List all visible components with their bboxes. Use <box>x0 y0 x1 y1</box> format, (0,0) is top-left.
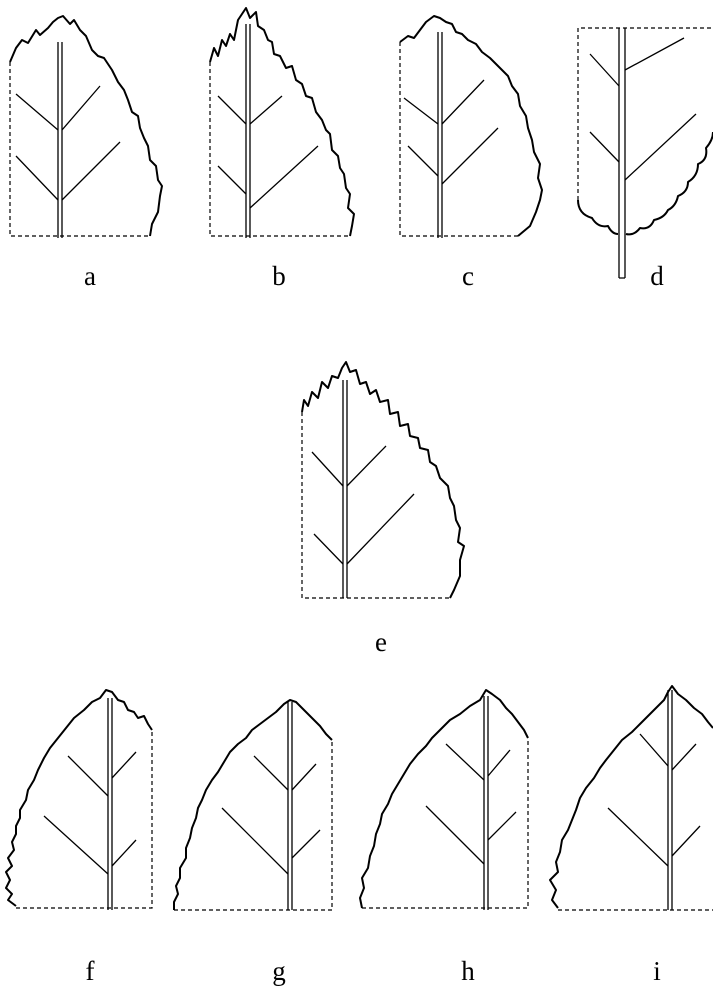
label-g: g <box>272 956 286 986</box>
leaf-d-margin <box>577 131 713 236</box>
leaf-e-margin <box>301 361 465 599</box>
leaf-g-margin <box>173 699 333 910</box>
leaf-h-cut <box>362 738 529 909</box>
leaf-a <box>9 15 163 238</box>
leaf-d-cut <box>577 27 713 200</box>
leaf-h <box>359 689 529 910</box>
leaf-g-cut <box>174 740 333 911</box>
leaf-b-margin <box>209 7 355 237</box>
leaf-f-veins <box>43 751 137 875</box>
leaf-c-veins <box>403 79 499 185</box>
label-f: f <box>85 956 95 986</box>
leaf-b-cut <box>209 62 350 237</box>
leaf-d <box>577 27 713 279</box>
leaf-b-midrib <box>245 24 251 238</box>
label-h: h <box>461 956 475 986</box>
leaf-g <box>173 699 333 911</box>
label-b: b <box>272 261 286 291</box>
label-d: d <box>650 261 664 291</box>
leaf-e-midrib <box>342 380 348 598</box>
leaf-i <box>549 685 713 911</box>
leaf-f-cut <box>16 730 153 909</box>
leaf-i-midrib <box>667 690 673 910</box>
leaf-c <box>399 15 543 238</box>
label-i: i <box>653 956 661 986</box>
leaf-c-margin <box>399 15 543 237</box>
leaf-e <box>301 361 465 599</box>
leaf-a-midrib <box>57 42 63 238</box>
leaf-b <box>209 7 355 238</box>
leaf-h-midrib <box>483 696 489 910</box>
leaf-e-cut <box>301 412 450 599</box>
leaf-a-margin <box>9 15 163 237</box>
leaf-g-midrib <box>287 702 293 910</box>
leaf-f <box>5 689 153 910</box>
leaf-f-margin <box>5 689 153 907</box>
leaf-c-cut <box>399 42 518 237</box>
label-a: a <box>84 261 96 291</box>
leaf-b-veins <box>217 95 319 209</box>
leaf-h-margin <box>359 689 529 909</box>
leaf-a-veins <box>15 85 121 201</box>
leaf-d-midrib <box>618 28 626 279</box>
leaf-g-veins <box>221 755 321 875</box>
leaf-h-veins <box>425 743 517 865</box>
leaf-i-veins <box>607 733 701 867</box>
label-c: c <box>462 261 474 291</box>
leaf-i-margin <box>549 685 713 909</box>
leaf-a-cut <box>9 62 150 237</box>
leaf-d-veins <box>589 37 697 181</box>
leaf-e-veins <box>311 445 415 565</box>
leaf-f-midrib <box>107 698 113 910</box>
leaf-c-midrib <box>437 32 443 238</box>
label-e: e <box>375 627 387 657</box>
